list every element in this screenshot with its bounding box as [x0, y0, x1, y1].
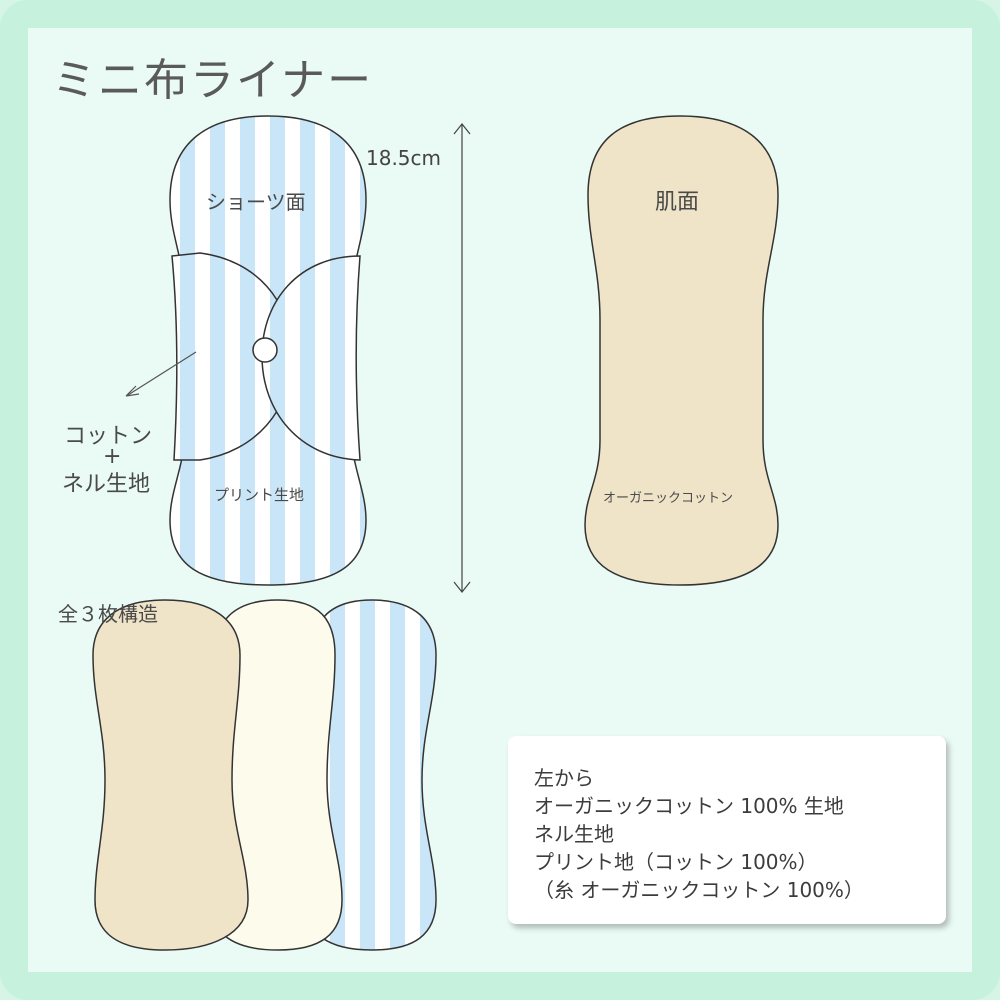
page-title: ミニ布ライナー: [52, 55, 374, 106]
layers-label: 全３枚構造: [58, 602, 158, 626]
pointer-arrow-head: [125, 385, 140, 397]
note-line: ネル生地: [534, 822, 614, 846]
skin-side-label: 肌面: [655, 190, 700, 215]
length-measure-arrow-bottom: [453, 581, 471, 593]
cotton-label: コットン: [64, 424, 153, 449]
material-note-card: 左から オーガニックコットン 100% 生地 ネル生地 プリント地（コットン 1…: [508, 736, 946, 924]
note-line: 左から: [534, 766, 594, 790]
note-line: オーガニックコットン 100% 生地: [534, 794, 844, 818]
liner-wing-left: [171, 252, 293, 461]
pointer-arrow: [127, 351, 197, 396]
length-measurement: 18.5cm: [366, 146, 442, 170]
snap-button: [252, 337, 278, 363]
layer-organic-cotton: [92, 599, 249, 951]
liner-skin-side: [584, 115, 779, 586]
note-line: プリント地（コットン 100%）: [534, 850, 818, 874]
length-measure-arrow-top: [453, 123, 471, 135]
shorts-side-label: ショーツ面: [206, 190, 306, 214]
note-line: （糸 オーガニックコットン 100%）: [534, 878, 864, 902]
plus-label: +: [103, 444, 122, 469]
flannel-label: ネル生地: [62, 472, 151, 497]
print-fabric-label: プリント生地: [214, 486, 305, 504]
liner-wing-right: [261, 255, 361, 461]
organic-cotton-label: オーガニックコットン: [603, 491, 734, 506]
